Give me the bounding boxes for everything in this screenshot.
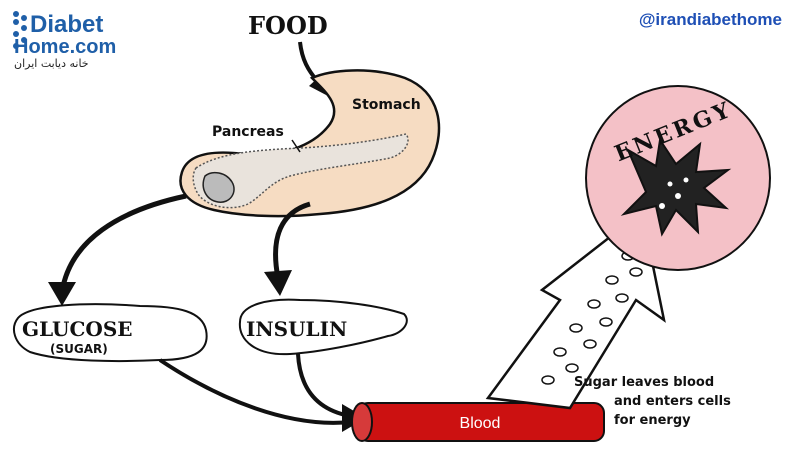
caption-line2: and enters cells [614,394,731,409]
blood-vessel: Blood [351,402,605,442]
pancreas-detail [202,171,235,203]
logo: Diabet Home.com خانه دیابت ایران [13,11,116,70]
glucose-arrow-head [48,282,76,306]
glucose-label: GLUCOSE [22,317,133,341]
glucose-arrow [59,193,187,293]
insulin-to-blood-arrow [296,353,351,418]
instagram-handle: @irandiabethome [639,10,782,29]
energy-sparks [659,177,689,209]
sugar-label: (SUGAR) [50,342,108,356]
caption-line1: Sugar leaves blood [574,375,714,390]
pancreas [192,133,409,209]
logo-icon [13,11,27,49]
insulin-arrow-head [264,270,292,296]
glucose-to-blood-arrow [158,358,351,425]
food-label: FOOD [248,11,328,40]
logo-line2: Home.com [14,36,116,58]
caption-line3: for energy [614,413,691,428]
energy-burst [620,137,732,237]
logo-line1: Diabet [30,11,103,38]
pancreas-pointer [291,139,301,153]
stomach-label: Stomach [352,97,421,113]
glucose-blob [13,303,208,363]
logo-subtitle: خانه دیابت ایران [14,57,89,70]
insulin-label: INSULIN [246,317,347,341]
insulin-arrow [273,201,311,279]
blood-label: Blood [460,415,501,432]
pancreas-label: Pancreas [212,124,284,140]
insulin-blob [238,298,408,356]
